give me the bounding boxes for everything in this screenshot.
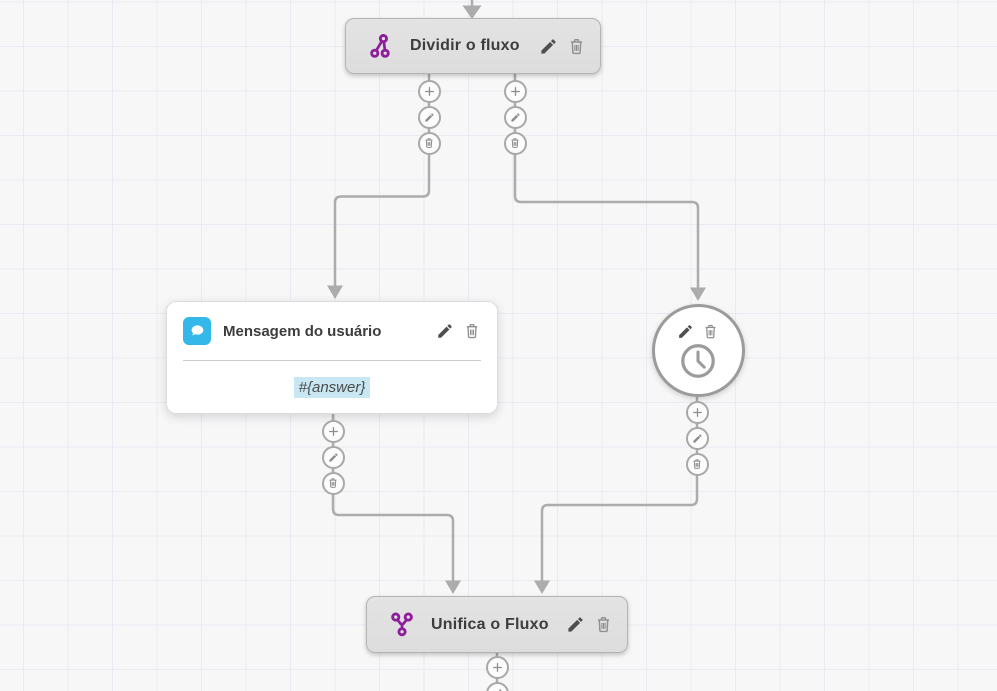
trash-icon [327,477,339,489]
arrowhead-icon [327,285,343,299]
edit-connection-button[interactable] [417,105,441,129]
connector [540,397,699,582]
plus-icon [509,85,522,98]
pencil-icon [328,452,339,463]
add-block-button[interactable] [685,400,709,424]
merge-icon [389,610,416,639]
plus-icon [691,406,704,419]
connector [333,74,431,287]
pencil-icon [692,433,703,444]
arrowhead-icon [445,580,461,594]
delete-node-button[interactable] [594,615,613,634]
add-block-button[interactable] [321,419,345,443]
delete-connection-button[interactable] [321,471,345,495]
trash-icon [691,458,703,470]
variable-chip: #{answer} [293,376,371,398]
pencil-icon [424,112,435,123]
node-title: Dividir o fluxo [410,37,520,54]
chat-bubble-icon [183,317,211,345]
add-block-button[interactable] [417,79,441,103]
delete-node-button[interactable] [702,323,719,340]
plus-icon [327,425,340,438]
pencil-icon [539,37,558,56]
node-title: Mensagem do usuário [223,322,382,340]
user-message-node[interactable]: Mensagem do usuário #{answer} [166,301,498,414]
arrowhead-icon [462,5,482,19]
arrowhead-icon [690,287,706,301]
pencil-icon [566,615,585,634]
trash-icon [702,323,719,340]
trash-icon [567,37,586,56]
pencil-icon [492,688,503,691]
arrowhead-icon [534,580,550,594]
edit-node-button[interactable] [539,37,558,56]
delete-node-button[interactable] [567,37,586,56]
node-header: Mensagem do usuário [183,302,481,361]
delete-connection-button[interactable] [685,452,709,476]
trash-icon [594,615,613,634]
trash-icon [463,322,481,340]
connector [513,74,700,289]
edit-connection-button[interactable] [321,445,345,469]
trash-icon [423,137,435,149]
add-block-button[interactable] [485,655,509,679]
plus-icon [423,85,436,98]
connector [331,414,455,582]
pencil-icon [510,112,521,123]
clock-icon [679,342,717,380]
edit-node-button[interactable] [436,322,454,340]
add-block-button[interactable] [503,79,527,103]
node-title: Unifica o Fluxo [431,615,549,633]
node-body: #{answer} [167,361,497,413]
edit-connection-button[interactable] [685,426,709,450]
pencil-icon [677,323,694,340]
split-node[interactable]: Dividir o fluxo [345,18,601,74]
timer-node[interactable] [651,304,745,397]
trash-icon [509,137,521,149]
delete-connection-button[interactable] [503,131,527,155]
merge-node[interactable]: Unifica o Fluxo [366,596,628,653]
delete-connection-button[interactable] [417,131,441,155]
edit-connection-button[interactable] [503,105,527,129]
delete-node-button[interactable] [463,322,481,340]
pencil-icon [436,322,454,340]
edit-node-button[interactable] [677,323,694,340]
plus-icon [491,661,504,674]
arrowheads [327,5,706,594]
split-icon [368,32,395,61]
edit-node-button[interactable] [566,615,585,634]
